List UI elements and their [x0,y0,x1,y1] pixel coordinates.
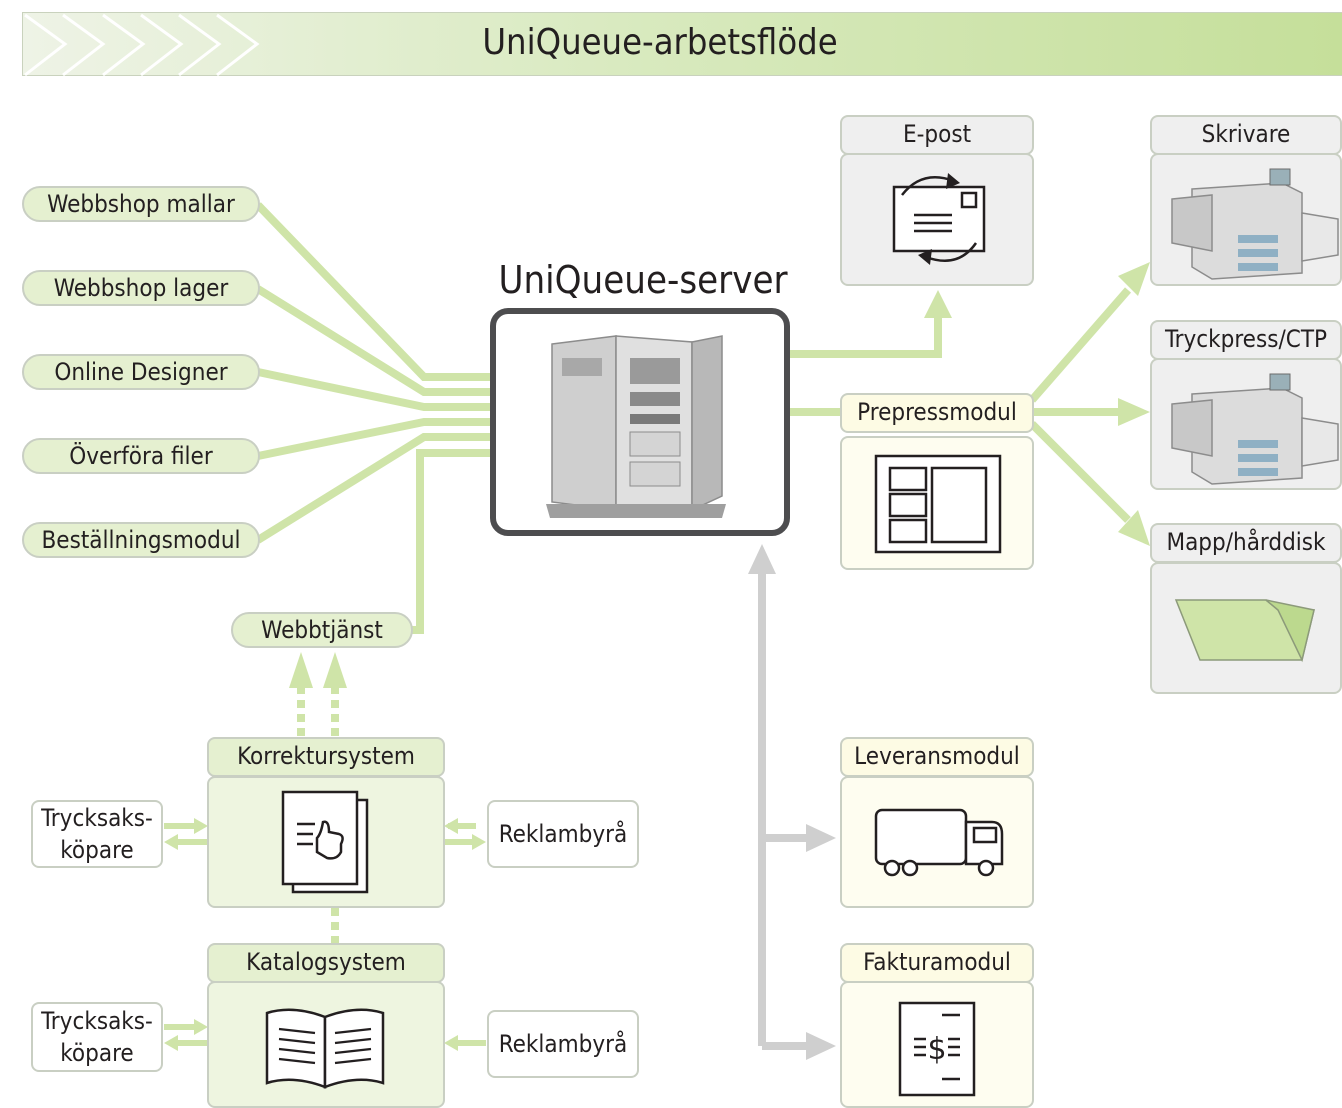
arrow-head [1118,262,1150,296]
catalog-system-header: Katalogsystem [207,943,445,983]
chevrons-icon [24,13,260,77]
input-order-module: Beställningsmodul [22,522,260,558]
side-arrow-heads [164,818,486,1051]
arrow-head [924,290,952,318]
email-card [840,153,1034,286]
input-webshop-templates: Webbshop mallar [22,186,260,222]
buyer-label-line1: Trycksaks- [41,804,153,832]
proof-system-card [207,776,445,908]
arrow-head [748,544,776,574]
folder-icon [1174,599,1315,663]
server-icon [546,335,726,518]
arrow-head [1118,398,1150,426]
catalog-agency-box: Reklambyrå [487,1010,639,1078]
arrow-head [323,652,347,688]
truck-icon [874,808,1004,877]
invoice-icon: $ [898,1001,976,1097]
press-header: Tryckpress/CTP [1150,320,1342,360]
buyer-label-line2: köpare [60,1039,134,1067]
server-box [490,308,790,536]
invoice-card: $ [840,981,1034,1108]
prepress-card [840,436,1034,570]
server-lower-lines [758,570,810,1050]
press-icon [1171,373,1339,485]
proof-agency-box: Reklambyrå [487,800,639,868]
email-header: E-post [840,115,1034,155]
printer-card [1150,153,1342,286]
layout-icon [874,454,1002,554]
prepress-output-lines [1028,287,1132,523]
title-bar [22,12,1342,77]
input-webshop-stock: Webbshop lager [22,270,260,306]
svg-text:$: $ [927,1032,946,1067]
printer-icon [1171,168,1339,280]
email-icon [892,173,986,265]
printer-header: Skrivare [1150,115,1342,155]
delivery-header: Leveransmodul [840,737,1034,777]
invoice-header: Fakturamodul [840,943,1034,983]
open-book-icon [265,1008,385,1089]
page-title: UniQueue-arbetsflöde [482,22,838,63]
arrow-head [1118,510,1150,546]
arrow-head [289,652,313,688]
proof-buyer-box: Trycksaks- köpare [31,800,163,868]
folder-card [1150,562,1342,694]
server-label: UniQueue-server [498,258,788,302]
buyer-label-line2: köpare [60,836,134,864]
catalog-buyer-box: Trycksaks- köpare [31,1002,163,1072]
arrow-head [806,824,836,852]
delivery-card [840,776,1034,908]
catalog-system-card [207,981,445,1108]
input-online-designer: Online Designer [22,354,260,390]
input-transfer-files: Överföra filer [22,438,260,474]
prepress-header: Prepressmodul [840,393,1034,433]
proof-system-header: Korrektursystem [207,737,445,777]
folder-header: Mapp/hårddisk [1150,523,1342,563]
press-card [1150,358,1342,490]
server-email-line [790,304,942,358]
webservice-pill: Webbtjänst [231,612,413,648]
input-fan-lines [255,202,490,634]
buyer-label-line1: Trycksaks- [41,1007,153,1035]
proof-thumbs-icon [281,790,369,894]
arrow-head [806,1032,836,1060]
